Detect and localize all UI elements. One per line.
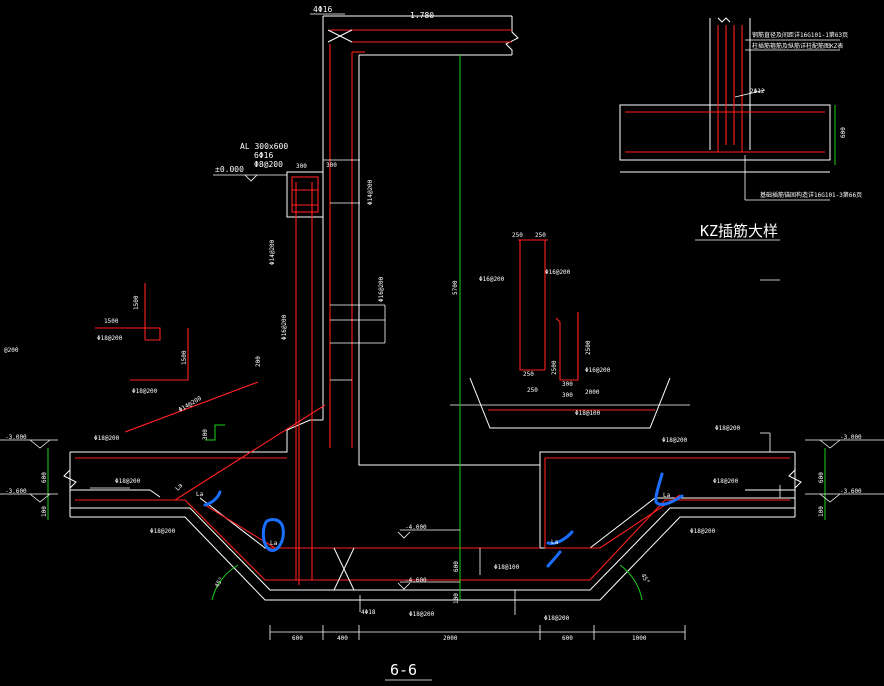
bar-c-len-label: 200	[255, 356, 262, 367]
wall-bar-right-label: Φ14@200	[367, 179, 374, 205]
bar-e-w3-label: 2000	[585, 389, 600, 396]
slab-top-left-label: Φ18@200	[94, 435, 120, 442]
pit-bar-label: Φ18@100	[575, 410, 601, 417]
step-h-label: 300	[202, 429, 209, 440]
elev-right-1-label: -3.000	[840, 434, 862, 441]
la-label-4: La	[663, 492, 671, 499]
wall-width-top-label: 300	[326, 162, 337, 169]
slab-top-right2-label: Φ18@200	[715, 425, 741, 432]
pit-bot-bar3-label: Φ18@200	[544, 615, 570, 622]
wall-bar-left-2-label: Φ16@200	[281, 314, 288, 340]
elev-right-2-label: -3.600	[840, 488, 862, 495]
left-fragment-label: @200	[4, 347, 19, 354]
bar-b-len-label: 1500	[181, 350, 188, 365]
bar-e-h2-label: 2500	[585, 340, 592, 355]
bar-a-len2-label: 1500	[104, 318, 119, 325]
thk-left-label: 600	[41, 472, 48, 483]
thk-right2-label: 100	[818, 506, 825, 517]
pit-bot-bar-label: Φ18@100	[494, 564, 520, 571]
kz-detail	[619, 17, 840, 201]
pit-rebar-count-label: 4Φ18	[361, 609, 376, 616]
bar-d-h-label: 250	[523, 371, 534, 378]
wall-top-bar-label: 4Φ16	[313, 5, 332, 14]
bar-e-w2-label: 300	[562, 392, 573, 399]
la-label-2: La	[270, 540, 278, 547]
elev-pit-1-label: -4.000	[405, 524, 427, 531]
slab-bot-right-label: Φ18@200	[713, 478, 739, 485]
bar-d-w2-label: 250	[535, 232, 546, 239]
elev-left-2-label: -3.600	[5, 488, 27, 495]
angle-left-label: 45°	[214, 576, 225, 589]
dimension-lines	[90, 159, 781, 681]
bar-e-spec-label: Φ16@200	[585, 367, 611, 374]
bottom-dimensions: 600 400 2000 600 1000	[292, 635, 647, 642]
bar-d-spec-label: Φ16@200	[479, 276, 505, 283]
elev-zero-label: ±0.000	[215, 165, 244, 174]
wall-bar-left-1-label: Φ14@200	[269, 239, 276, 265]
bar-a-spec-label: Φ18@200	[97, 335, 123, 342]
bar-d-w1-label: 250	[512, 232, 523, 239]
bar-a-len-label: 1500	[133, 295, 140, 310]
wall-bar-outer-label: Φ16@200	[378, 276, 385, 302]
slope-right-label: Φ18@200	[690, 528, 716, 535]
dim-bottom-1: 600	[292, 635, 303, 642]
dim-bottom-5: 1000	[632, 635, 647, 642]
bar-d-spec2-label: Φ16@200	[545, 269, 571, 276]
kz-detail-labels: 钢筋直径及间距详16G101-1第63页 柱插筋箍筋及纵筋详柱配筋图KZ表 2Φ…	[750, 31, 862, 199]
thk-pit-label: 600	[453, 561, 460, 572]
bar-e-h-label: 2500	[551, 360, 558, 375]
beam-stirrup-label: Φ8@200	[254, 160, 283, 169]
kz-note-1: 钢筋直径及间距详16G101-1第63页	[752, 31, 848, 39]
slope-left-label: Φ18@200	[150, 528, 176, 535]
la-label-1: La	[196, 491, 204, 498]
blue-annotations	[203, 472, 684, 568]
bar-d-b-label: 250	[527, 387, 538, 394]
slab-top-right-label: Φ18@200	[662, 437, 688, 444]
thk-pit2-label: 100	[453, 593, 460, 604]
axis-lines	[47, 55, 836, 601]
rebar-layout	[75, 29, 790, 585]
dim-bottom-3: 2000	[443, 635, 458, 642]
beam-width-label: 300	[296, 163, 307, 170]
thk-right-label: 600	[818, 472, 825, 483]
beam-bar-label: 6Φ16	[254, 151, 273, 160]
kz-note-3: 基础插筋锚固构造详16G101-3第66页	[760, 191, 862, 199]
kz-bar-label: 2Φ12	[750, 88, 765, 95]
wall-height-label: 5700	[452, 280, 459, 295]
thk-left2-label: 100	[41, 506, 48, 517]
bar-b-spec-label: Φ18@200	[132, 388, 158, 395]
dim-bottom-4: 600	[562, 635, 573, 642]
angle-right-label: 45°	[639, 573, 650, 586]
elev-left-1-label: -3.000	[5, 434, 27, 441]
beam-spec-label: AL 300x600	[240, 142, 288, 151]
labels: 4Φ16 1.780 AL 300x600 6Φ16 Φ8@200 ±0.000…	[4, 5, 862, 622]
section-title: 6-6	[390, 661, 417, 679]
pit-bot-bar2-label: Φ18@200	[409, 611, 435, 618]
elevation-markers	[0, 174, 884, 590]
bar-e-w-label: 300	[562, 381, 573, 388]
kz-detail-title: KZ插筋大样	[700, 222, 778, 240]
kz-note-2: 柱插筋箍筋及纵筋详柱配筋图KZ表	[752, 42, 843, 50]
concrete-outline	[63, 15, 802, 601]
la-label-5: La	[174, 482, 184, 492]
kz-height-label: 600	[840, 127, 847, 138]
dim-bottom-2: 400	[337, 635, 348, 642]
slab-bot-left-label: Φ18@200	[115, 478, 141, 485]
break-cross-marks	[327, 29, 355, 591]
elev-pit-2-label: -4.600	[405, 577, 427, 584]
wall-top-width-label: 1.780	[410, 11, 434, 20]
la-label-3: La	[551, 539, 559, 546]
